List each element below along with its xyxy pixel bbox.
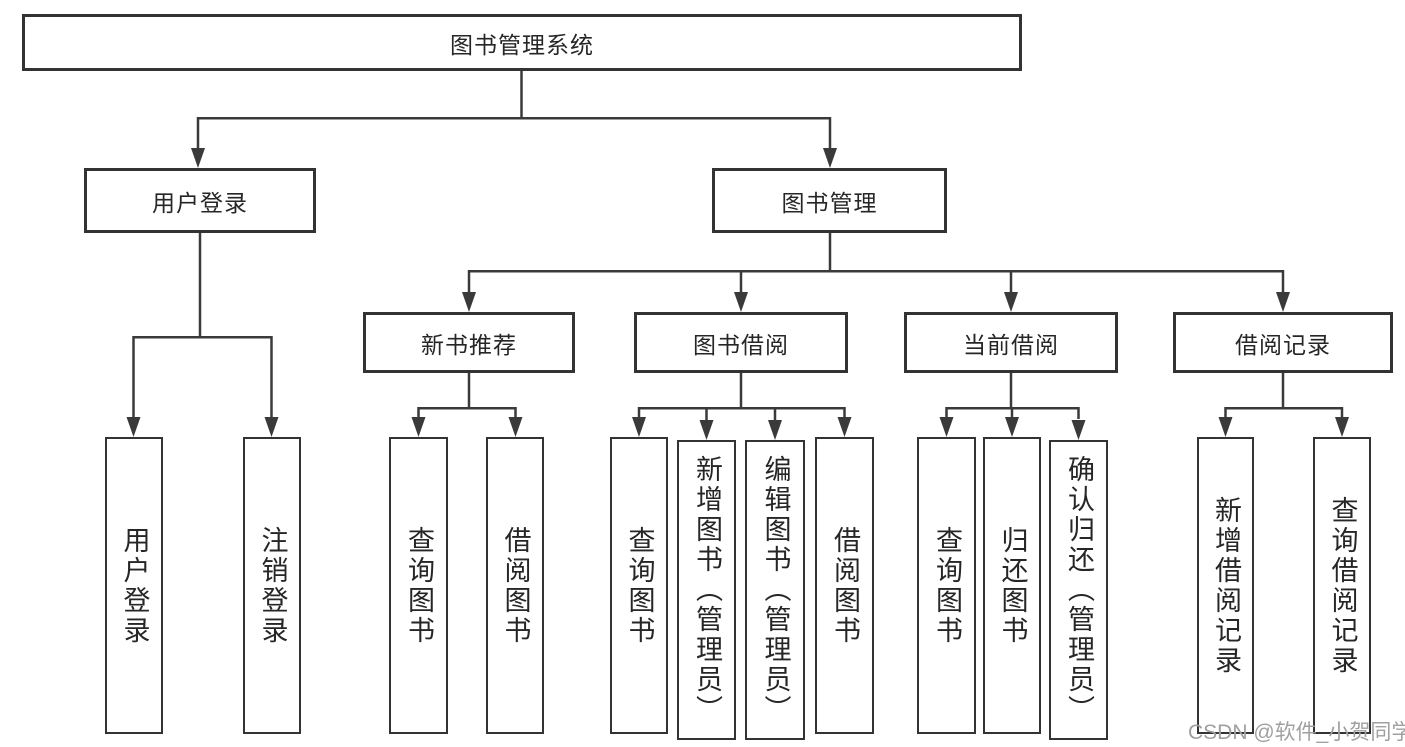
leaf-user-login-label: 用户登录 xyxy=(119,525,150,646)
leaf-borrow-query-books: 查询图书 xyxy=(610,437,668,734)
node-borrow-records: 借阅记录 xyxy=(1173,312,1393,373)
leaf-logout: 注销登录 xyxy=(243,437,301,734)
leaf-borrow-borrow-books-label: 借阅图书 xyxy=(830,525,860,646)
leaf-records-add-record: 新增借阅记录 xyxy=(1197,437,1254,734)
arrow-down-icon xyxy=(939,417,954,437)
connector-userlogin-branch xyxy=(132,336,273,419)
leaf-newbook-query-books-label: 查询图书 xyxy=(404,525,434,646)
arrow-down-icon xyxy=(411,417,426,437)
arrowheads xyxy=(126,148,1349,440)
connector-newbook-branch xyxy=(417,407,517,419)
leaf-borrow-borrow-books: 借阅图书 xyxy=(815,437,874,734)
arrow-down-icon xyxy=(1276,292,1290,312)
arrow-down-icon xyxy=(191,148,205,168)
leaf-borrow-add-books-admin-label: 新增图书（管理员） xyxy=(692,455,722,725)
leaf-current-confirm-return-admin-label: 确认归还（管理员） xyxy=(1064,455,1094,725)
arrow-down-icon xyxy=(699,420,714,440)
arrow-down-icon xyxy=(1218,417,1233,437)
arrow-down-icon xyxy=(768,420,782,440)
arrow-down-icon xyxy=(1004,292,1018,312)
node-book-management: 图书管理 xyxy=(712,168,947,233)
node-new-book-recommend-label: 新书推荐 xyxy=(421,331,517,358)
arrow-down-icon xyxy=(1335,417,1349,437)
arrow-down-icon xyxy=(734,292,748,312)
leaf-newbook-query-books: 查询图书 xyxy=(389,437,448,734)
leaf-borrow-edit-books-admin-label: 编辑图书（管理员） xyxy=(760,455,791,725)
arrow-down-icon xyxy=(837,417,852,437)
leaf-records-query-record-label: 查询借阅记录 xyxy=(1327,495,1358,676)
leaf-newbook-borrow-books-label: 借阅图书 xyxy=(500,525,531,646)
node-user-login-label: 用户登录 xyxy=(152,189,248,216)
arrow-down-icon xyxy=(1005,417,1019,437)
leaf-current-return-books-label: 归还图书 xyxy=(997,525,1028,646)
node-book-management-label: 图书管理 xyxy=(781,189,878,216)
csdn-watermark: CSDN @软件_小贺同学 xyxy=(1188,721,1405,744)
arrow-down-icon xyxy=(264,417,279,437)
node-book-borrow: 图书借阅 xyxy=(634,312,848,373)
leaf-user-login: 用户登录 xyxy=(105,437,163,734)
arrow-down-icon xyxy=(508,417,523,437)
arrow-down-icon xyxy=(126,417,141,437)
connector-bookmgmt-branch xyxy=(467,270,1285,293)
arrow-down-icon xyxy=(632,417,646,437)
leaf-records-query-record: 查询借阅记录 xyxy=(1313,437,1371,734)
node-borrow-records-label: 借阅记录 xyxy=(1235,331,1331,358)
arrow-down-icon xyxy=(1071,420,1086,440)
leaf-records-add-record-label: 新增借阅记录 xyxy=(1211,495,1241,676)
connector-records-branch xyxy=(1224,407,1344,419)
arrow-down-icon xyxy=(462,292,476,312)
arrow-down-icon xyxy=(823,148,837,168)
node-root: 图书管理系统 xyxy=(22,14,1022,71)
connector-root-branch xyxy=(196,117,832,150)
node-current-borrow: 当前借阅 xyxy=(904,312,1118,373)
connector-bookborrow-branch xyxy=(637,407,846,419)
node-current-borrow-label: 当前借阅 xyxy=(963,331,1059,358)
leaf-current-confirm-return-admin: 确认归还（管理员） xyxy=(1049,440,1108,740)
leaf-newbook-borrow-books: 借阅图书 xyxy=(486,437,544,734)
leaf-borrow-edit-books-admin: 编辑图书（管理员） xyxy=(745,440,805,740)
node-root-label: 图书管理系统 xyxy=(450,31,594,58)
leaf-logout-label: 注销登录 xyxy=(257,525,288,646)
leaf-current-return-books: 归还图书 xyxy=(983,437,1041,734)
leaf-current-query-books: 查询图书 xyxy=(917,437,976,734)
leaf-borrow-query-books-label: 查询图书 xyxy=(624,525,655,646)
leaf-borrow-add-books-admin: 新增图书（管理员） xyxy=(677,440,736,740)
leaf-current-query-books-label: 查询图书 xyxy=(932,525,962,646)
node-user-login: 用户登录 xyxy=(84,168,316,233)
node-book-borrow-label: 图书借阅 xyxy=(693,331,789,358)
node-new-book-recommend: 新书推荐 xyxy=(363,312,575,373)
